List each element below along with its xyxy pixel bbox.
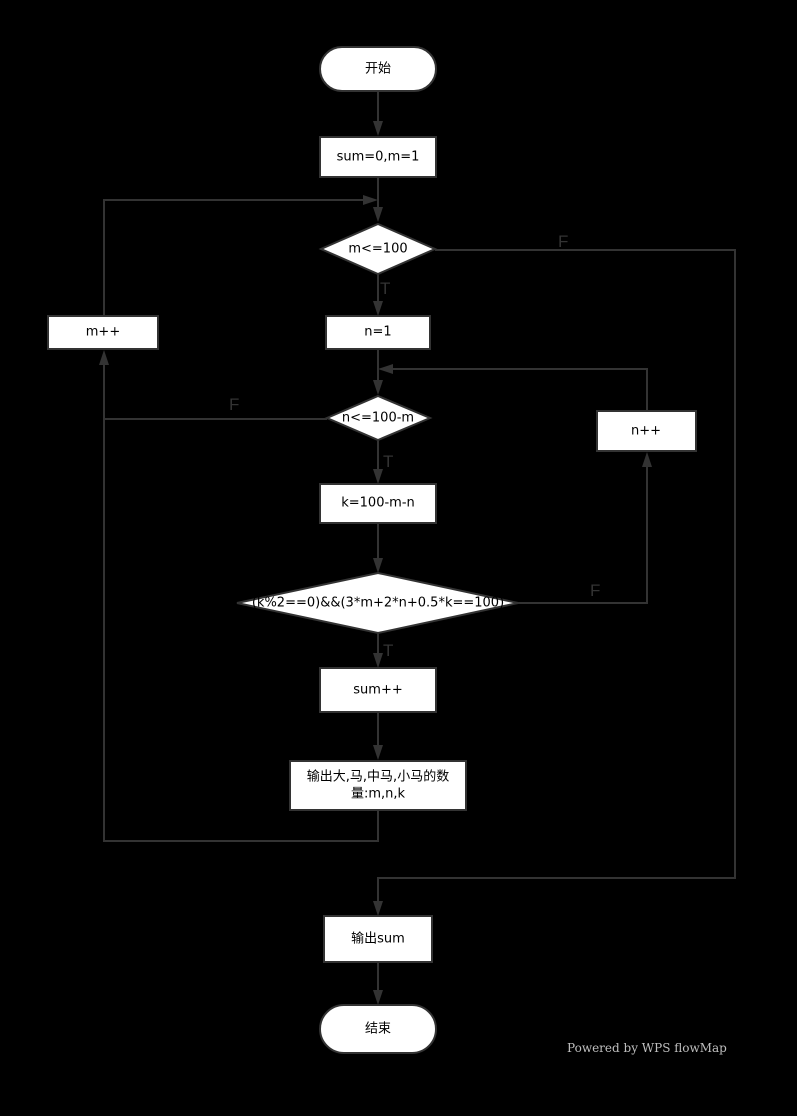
edge-output-loop — [103, 364, 379, 842]
edge-label-cond-m-true: T — [380, 279, 390, 298]
arrowhead — [373, 469, 383, 484]
init-node: sum=0,m=1 — [319, 136, 437, 178]
cond-m-label: m<=100 — [348, 242, 407, 257]
edge-label-cond-k-true: T — [383, 641, 393, 660]
edge-cond-m-false — [377, 249, 736, 902]
edge-label-cond-n-false: F — [229, 395, 239, 414]
edge-label-cond-n-true: T — [383, 452, 393, 471]
arrowhead — [99, 350, 109, 365]
edge-label-cond-k-false: F — [590, 581, 600, 600]
init-label: sum=0,m=1 — [337, 150, 420, 165]
edge-n-inc-loop — [392, 368, 648, 411]
arrowhead — [373, 990, 383, 1005]
m-inc-label: m++ — [86, 325, 120, 340]
arrowhead — [373, 121, 383, 136]
output-node: 输出大,马,中马,小马的数 量:m,n,k — [289, 760, 467, 811]
arrowhead — [373, 901, 383, 916]
start-label: 开始 — [365, 62, 391, 77]
init-n-label: n=1 — [364, 325, 391, 340]
output-label-line1: 输出大,马,中马,小马的数 — [307, 769, 449, 785]
calc-k-label: k=100-m-n — [341, 496, 415, 511]
m-inc-node: m++ — [47, 315, 159, 350]
calc-k-node: k=100-m-n — [319, 483, 437, 524]
cond-k-label: (k%2==0)&&(3*m+2*n+0.5*k==100) — [252, 596, 504, 611]
start-node: 开始 — [319, 46, 437, 92]
arrowhead — [373, 380, 383, 395]
arrowhead — [373, 653, 383, 668]
n-inc-node: n++ — [596, 410, 697, 452]
edge-m-inc-loop — [103, 199, 364, 316]
cond-m-node: m<=100 — [318, 222, 438, 276]
arrowhead — [373, 207, 383, 222]
cond-n-node: n<=100-m — [324, 394, 433, 442]
end-node: 结束 — [319, 1004, 437, 1054]
arrowhead — [373, 558, 383, 573]
cond-n-label: n<=100-m — [342, 411, 414, 426]
sum-inc-label: sum++ — [353, 683, 402, 698]
arrowhead — [378, 364, 393, 374]
arrowhead — [373, 301, 383, 316]
arrowhead — [373, 745, 383, 760]
output-sum-node: 输出sum — [323, 915, 433, 963]
init-n-node: n=1 — [325, 315, 431, 350]
cond-k-node: (k%2==0)&&(3*m+2*n+0.5*k==100) — [236, 571, 519, 635]
arrowhead — [642, 452, 652, 467]
sum-inc-node: sum++ — [319, 667, 437, 713]
edge-label-cond-m-false: F — [558, 232, 568, 251]
n-inc-label: n++ — [631, 424, 661, 439]
arrowhead — [363, 195, 378, 205]
output-label-line2: 量:m,n,k — [351, 787, 406, 802]
output-sum-label: 输出sum — [351, 931, 405, 947]
edge-cond-k-false — [518, 466, 648, 604]
end-label: 结束 — [365, 1022, 391, 1037]
watermark: Powered by WPS flowMap — [567, 1041, 727, 1055]
